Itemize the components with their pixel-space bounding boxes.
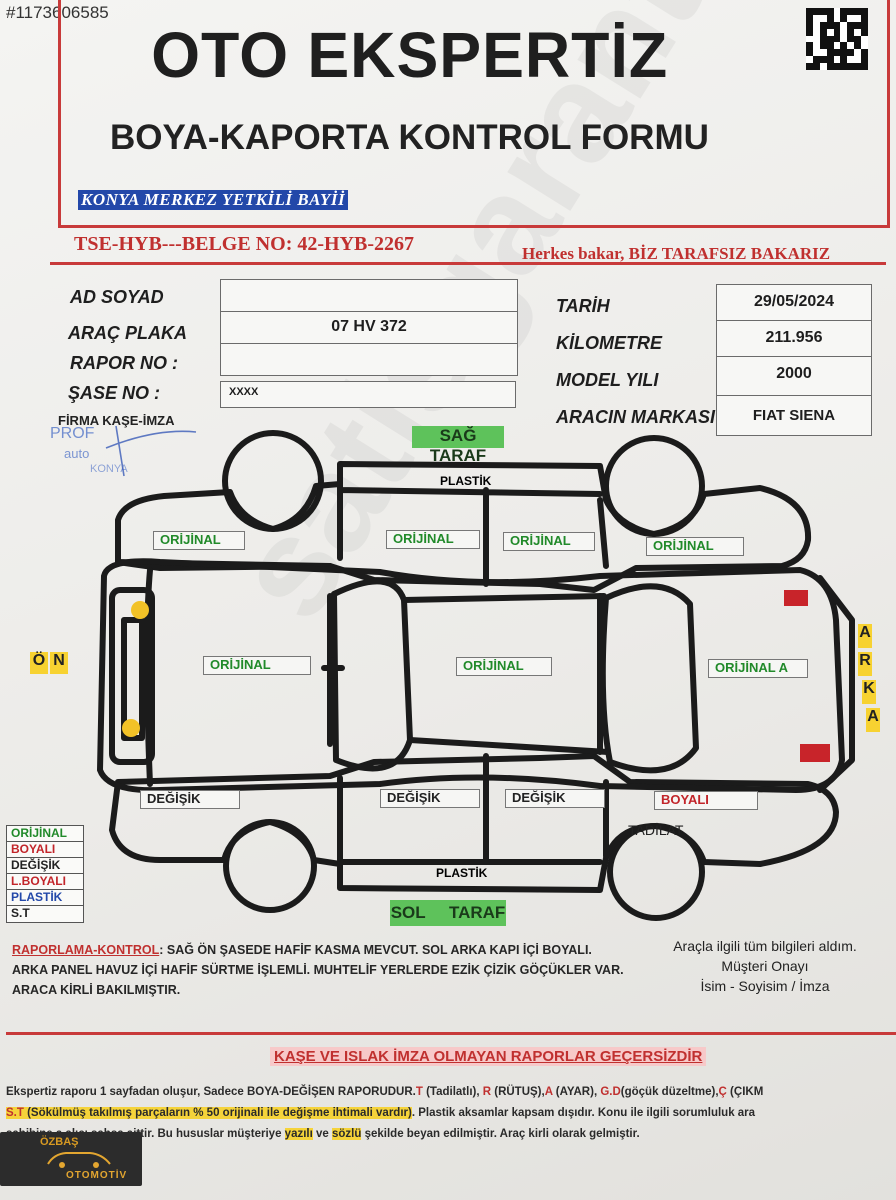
header-frame — [58, 0, 890, 228]
listing-id: #1173606585 — [6, 3, 109, 22]
part-top-plastic: PLASTİK — [440, 474, 492, 488]
right-side-label: SAĞ TARAF — [412, 426, 504, 465]
part-left-front-fender[interactable]: DEĞİŞİK — [140, 790, 240, 809]
consent-line: Müşteri Onayı — [721, 958, 809, 974]
chassis-label: ŞASE NO : — [68, 383, 161, 403]
validity-warning: KAŞE VE ISLAK İMZA OLMAYAN RAPORLAR GEÇE… — [270, 1047, 707, 1066]
car-logo-icon — [47, 1152, 111, 1168]
consent-line: İsim - Soyisim / İmza — [700, 978, 830, 994]
legend-item: L.BOYALI — [7, 874, 83, 890]
company-stamp-icon: PROF auto KONYA — [50, 425, 197, 477]
report-notes: RAPORLAMA-KONTROL: SAĞ ÖN ŞASEDE HAFİF K… — [12, 940, 632, 1000]
svg-text:auto: auto — [64, 446, 89, 461]
part-left-rear-door[interactable]: DEĞİŞİK — [505, 789, 605, 808]
customer-consent: Araçla ilgili tüm bilgileri aldım. Müşte… — [640, 936, 890, 996]
form-subtitle: BOYA-KAPORTA KONTROL FORMU — [110, 118, 709, 157]
report-line: ARACA KİRLİ BAKILMIŞTIR. — [12, 983, 181, 997]
fine-text: Ekspertiz raporu 1 sayfadan oluşur, Sade… — [6, 1086, 416, 1098]
fine-text: G.D — [600, 1086, 621, 1098]
consent-line: Araçla ilgili tüm bilgileri aldım. — [673, 938, 857, 954]
plate-label: ARAÇ PLAKA — [68, 323, 187, 343]
km-label: KİLOMETRE — [556, 333, 662, 353]
fine-print: Ekspertiz raporu 1 sayfadan oluşur, Sade… — [6, 1082, 896, 1145]
part-left-front-door[interactable]: DEĞİŞİK — [380, 789, 480, 808]
fine-text: (Sökülmüş takılmış parçaların % 50 oriji… — [23, 1107, 412, 1119]
dealer-logo — [0, 1132, 142, 1186]
fine-text: (Tadilatlı), — [422, 1086, 483, 1098]
logo-text: OTOMOTİV — [66, 1170, 128, 1181]
form-title: OTO EKSPERTİZ — [151, 19, 669, 91]
report-line: ARKA PANEL HAVUZ İÇİ HAFİF SÜRTME İŞLEML… — [12, 963, 624, 977]
brand-label: ARACIN MARKASI — [556, 407, 715, 427]
fine-text: . Plastik aksamlar kapsam dışıdır. Konu … — [411, 1107, 756, 1119]
part-hood[interactable]: ORİJİNAL — [203, 656, 311, 675]
divider — [6, 1032, 896, 1035]
year-label: MODEL YILI — [556, 370, 659, 390]
fine-text: R — [482, 1086, 492, 1098]
rear-letter-1: A — [858, 624, 872, 648]
part-roof[interactable]: ORİJİNAL — [456, 657, 552, 676]
rear-letter-3: K — [862, 680, 876, 704]
front-letter-o: Ö — [30, 652, 48, 674]
dealer-badge: KONYA MERKEZ YETKİLİ BAYİİ — [78, 190, 349, 210]
legend-item: BOYALI — [7, 842, 83, 858]
svg-text:PROF: PROF — [50, 425, 95, 442]
fine-text: (göçük düzeltme), — [620, 1086, 719, 1098]
report-line: : SAĞ ÖN ŞASEDE HAFİF KASMA MEVCUT. SOL … — [159, 943, 592, 957]
report-no-field[interactable] — [220, 343, 518, 376]
part-trunk[interactable]: ORİJİNAL A — [708, 659, 808, 678]
rear-letter-4: A — [866, 708, 880, 732]
report-no-label: RAPOR NO : — [70, 353, 178, 373]
name-label: AD SOYAD — [70, 287, 164, 307]
fine-text: (AYAR), — [552, 1086, 601, 1098]
fine-text: A — [544, 1086, 553, 1098]
front-letter-n: N — [50, 652, 68, 674]
report-label: RAPORLAMA-KONTROL — [12, 943, 160, 957]
part-left-rear-fender[interactable]: BOYALI — [654, 791, 758, 810]
qr-code-icon[interactable] — [806, 8, 868, 70]
legend-item: DEĞİŞİK — [7, 858, 83, 874]
svg-text:KONYA: KONYA — [90, 463, 128, 475]
fine-text: Ç — [718, 1086, 727, 1098]
left-side-label: SOL TARAF — [390, 900, 506, 926]
legend-item: S.T — [11, 906, 30, 920]
logo-text: ÖZBAŞ — [40, 1136, 79, 1148]
fine-text: T — [415, 1086, 423, 1098]
part-right-rear-door[interactable]: ORİJİNAL — [503, 532, 595, 551]
color-legend: ORİJİNAL BOYALI DEĞİŞİK L.BOYALI PLASTİK… — [6, 825, 84, 923]
fine-text: sözlü — [332, 1128, 362, 1140]
fine-text: şekilde beyan edilmiştir. Araç kirli ola… — [361, 1128, 640, 1140]
slogan: Herkes bakar, BİZ TARAFSIZ BAKARIZ — [522, 244, 831, 263]
brand-field[interactable]: FIAT SIENA — [716, 395, 872, 436]
divider — [50, 262, 886, 265]
fine-text: ve — [312, 1128, 332, 1140]
fine-text: yazılı — [284, 1128, 313, 1140]
rear-letter-2: R — [858, 652, 872, 676]
legend-item: ORİJİNAL — [7, 826, 83, 842]
part-bottom-plastic: PLASTİK — [436, 866, 488, 880]
date-label: TARİH — [556, 296, 610, 316]
part-right-rear-fender[interactable]: ORİJİNAL — [646, 537, 744, 556]
legend-item: PLASTİK — [7, 890, 83, 906]
stamp-label: FİRMA KAŞE-İMZA — [58, 413, 175, 428]
fine-text: (ÇIKM — [726, 1086, 764, 1098]
fine-text: (RÜTUŞ), — [491, 1086, 545, 1098]
certificate-number: TSE-HYB---BELGE NO: 42-HYB-2267 — [74, 233, 415, 255]
plate-field[interactable]: 07 HV 372 — [220, 311, 518, 344]
chassis-field[interactable]: XXXX — [220, 381, 516, 408]
fine-text: S.T — [6, 1107, 24, 1119]
part-left-rear-note: TADİLAT — [628, 822, 684, 838]
part-right-front-fender[interactable]: ORİJİNAL — [153, 531, 245, 550]
part-right-front-door[interactable]: ORİJİNAL — [386, 530, 480, 549]
date-field[interactable]: 29/05/2024 — [716, 284, 872, 321]
